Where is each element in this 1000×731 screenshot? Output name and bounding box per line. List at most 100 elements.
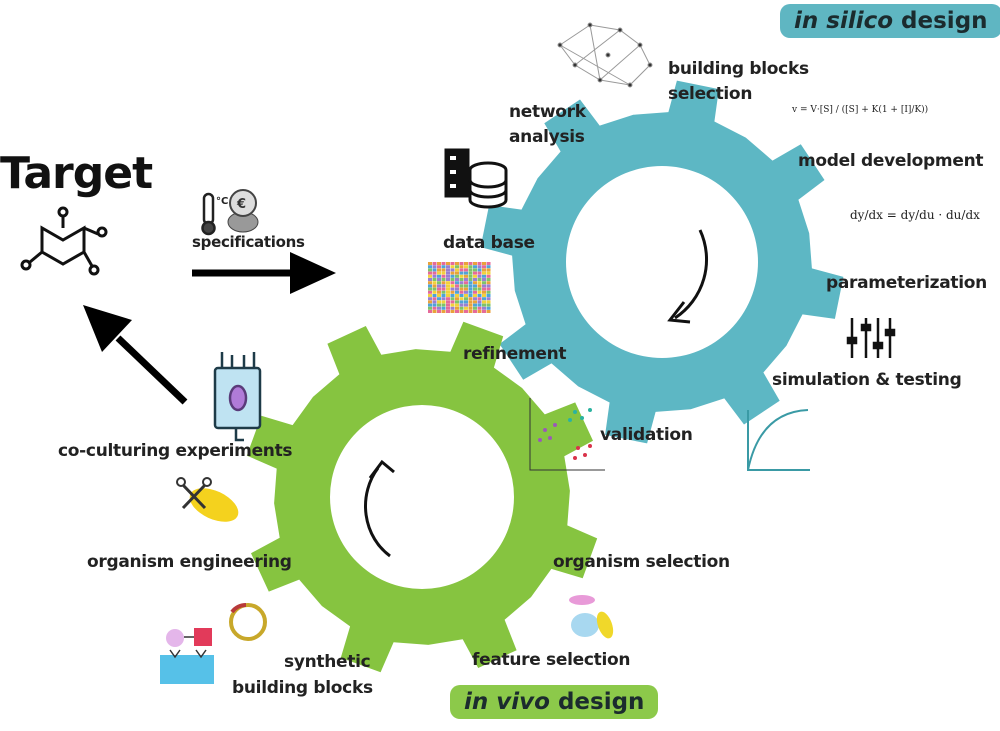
- sequence-cell: [473, 290, 477, 294]
- sequence-cell: [450, 262, 455, 265]
- sequence-cell: [468, 271, 473, 275]
- sequence-cell: [450, 265, 455, 269]
- sequence-cell: [468, 265, 473, 269]
- sequence-alignment-icon: [428, 262, 491, 313]
- sequence-cell: [482, 303, 486, 307]
- sequence-cell: [428, 287, 432, 291]
- sequence-cell: [437, 281, 441, 285]
- sequence-cell: [468, 310, 473, 313]
- scatter-point: [573, 410, 577, 414]
- sequence-cell: [482, 274, 486, 278]
- sequence-cell: [477, 281, 482, 285]
- sequence-cell: [428, 300, 432, 304]
- sequence-cell: [432, 290, 437, 294]
- sequence-cell: [459, 281, 464, 285]
- sequence-cell: [459, 274, 464, 278]
- sequence-cell: [464, 271, 468, 275]
- sequence-cell: [482, 290, 486, 294]
- sequence-cell: [446, 290, 450, 294]
- sequence-cell: [446, 268, 450, 272]
- scatter-point: [588, 408, 592, 412]
- sequence-cell: [437, 274, 441, 278]
- sequence-cell: [468, 306, 473, 310]
- sequence-cell: [477, 287, 482, 291]
- sequence-cell: [455, 265, 459, 269]
- molecule-icon: [20, 206, 108, 276]
- sequence-cell: [432, 284, 437, 288]
- sequence-cell: [446, 262, 450, 265]
- label-data-base: data base: [443, 233, 535, 253]
- bioreactor-icon: [213, 352, 262, 442]
- label-validation: validation: [600, 425, 693, 445]
- sequence-cell: [473, 284, 477, 288]
- sequence-cell: [437, 271, 441, 275]
- sequence-cell: [450, 278, 455, 281]
- sequence-cell: [473, 265, 477, 269]
- sequence-cell: [441, 297, 446, 301]
- sequence-cell: [441, 303, 446, 307]
- sequence-cell: [455, 294, 459, 297]
- sequence-cell: [446, 274, 450, 278]
- sequence-cell: [473, 262, 477, 265]
- sequence-cell: [459, 290, 464, 294]
- scatter-point: [548, 436, 552, 440]
- sequence-cell: [455, 300, 459, 304]
- sequence-cell: [441, 306, 446, 310]
- sequence-cell: [450, 294, 455, 297]
- sequence-cell: [432, 294, 437, 297]
- sequence-cell: [432, 281, 437, 285]
- sequence-cell: [428, 268, 432, 272]
- sequence-cell: [482, 268, 486, 272]
- sequence-cell: [482, 262, 486, 265]
- sequence-cell: [450, 300, 455, 304]
- sequence-cell: [437, 294, 441, 297]
- sequence-cell: [437, 290, 441, 294]
- sequence-cell: [486, 268, 491, 272]
- label-network-analysis: analysis: [509, 127, 585, 147]
- sequence-cell: [482, 271, 486, 275]
- sequence-cell: [468, 281, 473, 285]
- label-synthetic-building-blocks: building blocks: [232, 678, 373, 698]
- sequence-cell: [437, 310, 441, 313]
- sequence-cell: [486, 310, 491, 313]
- sequence-cell: [432, 265, 437, 269]
- sequence-cell: [455, 262, 459, 265]
- sequence-cell: [446, 278, 450, 281]
- sequence-cell: [477, 297, 482, 301]
- scatter-point: [588, 444, 592, 448]
- scatter-point: [583, 453, 587, 457]
- sequence-cell: [450, 274, 455, 278]
- building-blocks-icon: [160, 628, 214, 684]
- sequence-cell: [482, 297, 486, 301]
- sequence-cell: [446, 265, 450, 269]
- sequence-cell: [477, 284, 482, 288]
- sequence-cell: [464, 306, 468, 310]
- sequence-cell: [446, 297, 450, 301]
- chain-rule-equation: dy/dx = dy/du · du/dx: [850, 208, 980, 222]
- sequence-cell: [473, 281, 477, 285]
- sequence-cell: [482, 300, 486, 304]
- sequence-cell: [450, 287, 455, 291]
- sequence-cell: [486, 262, 491, 265]
- sequence-cell: [455, 310, 459, 313]
- label-organism-selection: organism selection: [553, 552, 730, 572]
- sequence-cell: [464, 303, 468, 307]
- sequence-cell: [459, 284, 464, 288]
- sequence-cell: [482, 284, 486, 288]
- sequence-cell: [450, 297, 455, 301]
- sequence-cell: [473, 268, 477, 272]
- sequence-cell: [482, 278, 486, 281]
- sequence-cell: [432, 274, 437, 278]
- kinetics-equation: v = V·[S] / ([S] + K(1 + [I]/K)): [792, 105, 929, 115]
- sequence-cell: [486, 265, 491, 269]
- label-network: network: [509, 102, 586, 122]
- sequence-cell: [455, 303, 459, 307]
- sequence-cell: [468, 297, 473, 301]
- sequence-cell: [468, 287, 473, 291]
- sequence-cell: [468, 294, 473, 297]
- sequence-cell: [437, 300, 441, 304]
- sequence-cell: [437, 297, 441, 301]
- sequence-cell: [455, 281, 459, 285]
- sequence-cell: [437, 284, 441, 288]
